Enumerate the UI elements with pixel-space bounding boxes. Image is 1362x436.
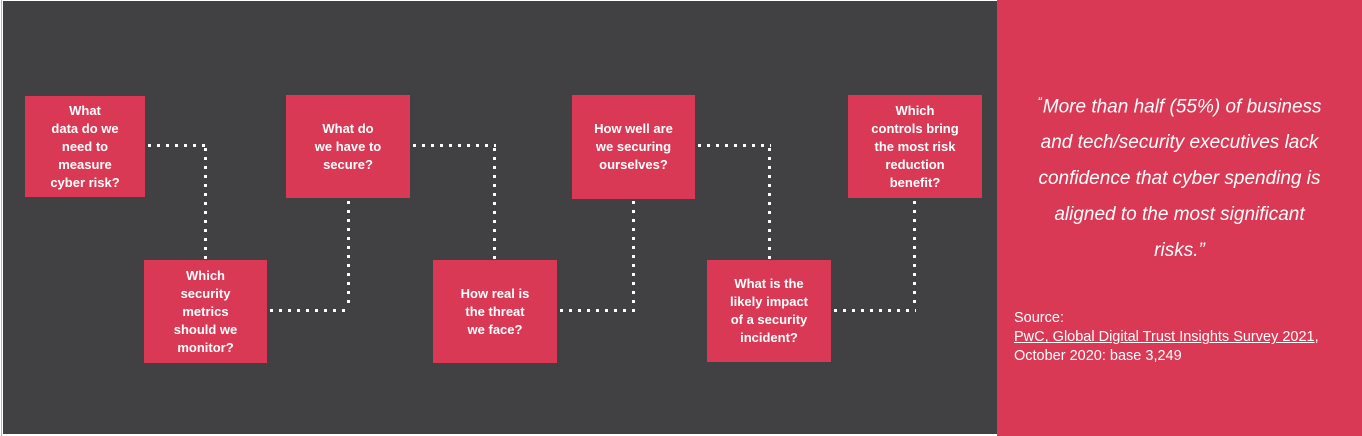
source-citation: Source: PwC, Global Digital Trust Insigh…	[1014, 309, 1345, 366]
slide-left-edge	[1, 0, 2, 436]
question-box-securing-ourselves: How well are we securing ourselves?	[572, 95, 695, 199]
quote-text: “More than half (55%) of business and te…	[1037, 94, 1322, 262]
dotted-connector-3-horizontal	[413, 144, 496, 147]
close-quote-mark: ”	[1198, 240, 1205, 262]
source-detail: October 2020: base 3,249	[1014, 348, 1182, 365]
dotted-connector-4-vertical	[632, 201, 635, 309]
source-link-suffix: ,	[1314, 329, 1319, 346]
flow-diagram-background	[3, 1, 997, 434]
dotted-connector-5-vertical	[768, 148, 771, 260]
source-link[interactable]: PwC, Global Digital Trust Insights Surve…	[1014, 329, 1315, 346]
dotted-connector-6-horizontal	[834, 309, 916, 312]
dotted-connector-3-vertical	[493, 148, 496, 260]
dotted-connector-4-horizontal	[560, 309, 636, 312]
dotted-connector-2-horizontal	[270, 309, 350, 312]
question-box-data-cyber-risk: What data do we need to measure cyber ri…	[25, 96, 145, 197]
question-box-security-metrics: Which security metrics should we monitor…	[144, 260, 267, 363]
dotted-connector-1-vertical	[204, 148, 207, 260]
dotted-connector-5-horizontal	[698, 144, 771, 147]
question-box-what-to-secure: What do we have to secure?	[286, 95, 410, 198]
dotted-connector-2-vertical	[347, 201, 350, 309]
question-box-incident-impact: What is the likely impact of a security …	[707, 260, 831, 362]
dotted-connector-1-horizontal	[148, 144, 208, 147]
dotted-connector-6-vertical	[913, 201, 916, 309]
quote-panel: “More than half (55%) of business and te…	[997, 0, 1362, 436]
question-box-threat-real: How real is the threat we face?	[433, 260, 557, 363]
source-label: Source:	[1014, 310, 1064, 327]
question-box-controls-benefit: Which controls bring the most risk reduc…	[848, 95, 982, 198]
open-quote-mark: “	[1037, 94, 1043, 109]
